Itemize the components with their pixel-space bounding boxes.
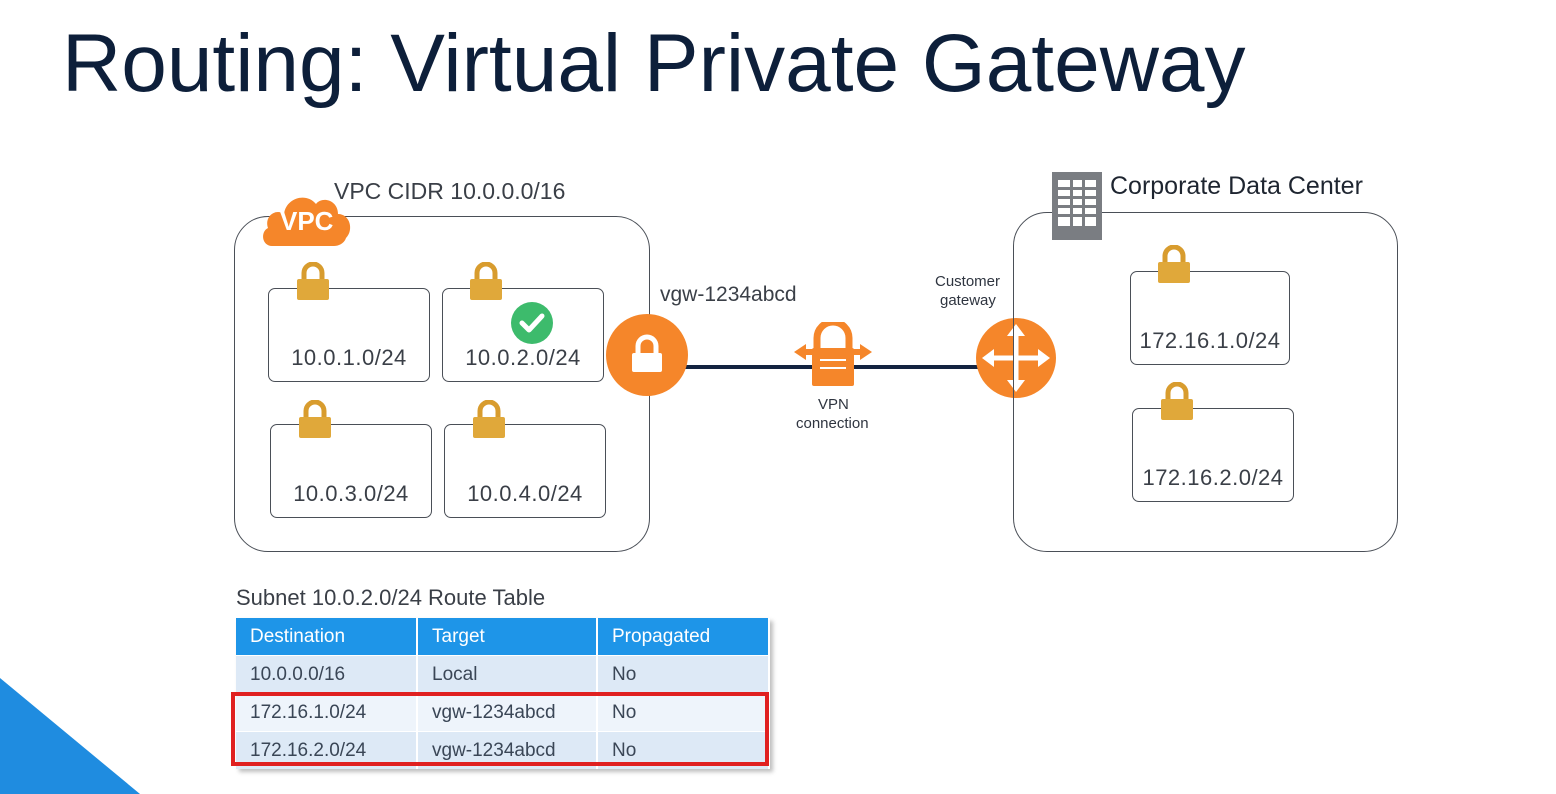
subnet-10-0-4-0[interactable]: 10.0.4.0/24 — [444, 424, 606, 518]
subnet-cidr-label: 10.0.2.0/24 — [465, 345, 581, 370]
checkmark-icon — [511, 302, 553, 344]
subnet-cidr-label: 10.0.4.0/24 — [467, 481, 583, 506]
subnet-10-0-1-0[interactable]: 10.0.1.0/24 — [268, 288, 430, 382]
vpn-gateway-icon[interactable] — [604, 312, 690, 398]
subnet-cidr-label: 10.0.1.0/24 — [291, 345, 407, 370]
corner-decoration — [0, 678, 140, 794]
vpn-label-line2: connection — [796, 415, 869, 432]
route-propagated: No — [597, 655, 770, 694]
subnet-cidr-label: 172.16.1.0/24 — [1139, 328, 1281, 353]
vgw-id-label: vgw-1234abcd — [660, 283, 797, 306]
lock-icon — [1161, 382, 1193, 420]
route-target: Local — [417, 655, 598, 694]
route-table-header-row: Destination Target Propagated — [236, 618, 770, 656]
column-header-target: Target — [417, 618, 598, 656]
lock-icon — [473, 400, 505, 438]
vpn-label-line1: VPN — [818, 396, 849, 413]
building-icon — [1052, 172, 1102, 240]
subnet-cidr-label: 172.16.2.0/24 — [1142, 465, 1284, 490]
route-destination: 10.0.0.0/16 — [236, 655, 418, 694]
corporate-subnet-172-16-1-0[interactable]: 172.16.1.0/24 — [1130, 271, 1290, 365]
vpc-cloud-icon — [263, 197, 351, 246]
slide-title: Routing: Virtual Private Gateway — [62, 18, 1246, 109]
lock-icon — [470, 262, 502, 300]
vpc-cidr-label: VPC CIDR 10.0.0.0/16 — [334, 178, 566, 204]
highlighted-routes-box — [231, 692, 769, 766]
corporate-subnet-172-16-2-0[interactable]: 172.16.2.0/24 — [1132, 408, 1294, 502]
column-header-destination: Destination — [236, 618, 418, 656]
customer-gateway-label-line2: gateway — [940, 292, 996, 309]
lock-icon — [299, 400, 331, 438]
route-destination: 172.16.1.0/24 — [236, 693, 418, 732]
lock-icon — [1158, 245, 1190, 283]
subnet-10-0-3-0[interactable]: 10.0.3.0/24 — [270, 424, 432, 518]
corporate-data-center-container — [1013, 212, 1398, 552]
customer-gateway-router-icon[interactable] — [974, 316, 1058, 400]
customer-gateway-label-line1: Customer — [935, 273, 1001, 290]
route-table-caption: Subnet 10.0.2.0/24 Route Table — [236, 585, 546, 610]
corporate-title: Corporate Data Center — [1110, 172, 1363, 200]
vpn-connection-icon — [794, 322, 872, 386]
route-propagated: No — [597, 693, 770, 732]
lock-icon — [297, 262, 329, 300]
route-target: vgw-1234abcd — [417, 693, 598, 732]
subnet-cidr-label: 10.0.3.0/24 — [293, 481, 409, 506]
table-row[interactable]: 10.0.0.0/16 Local No — [236, 655, 770, 694]
vpc-badge-label: VPC — [280, 206, 334, 236]
column-header-propagated: Propagated — [597, 618, 770, 656]
table-row[interactable]: 172.16.1.0/24 vgw-1234abcd No — [236, 693, 770, 732]
